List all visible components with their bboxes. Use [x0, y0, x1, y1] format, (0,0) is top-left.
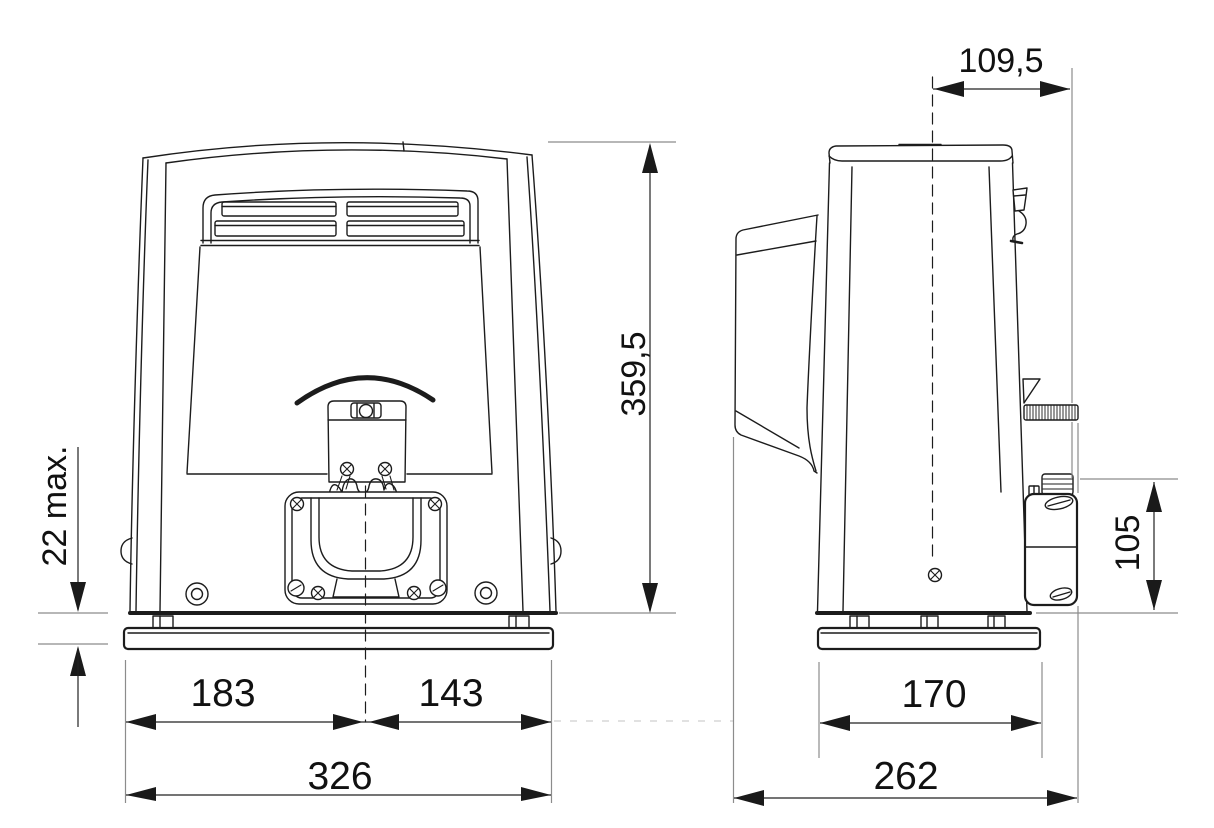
dim-label-overall-depth: 262 — [873, 755, 938, 798]
vent-grille — [200, 188, 480, 247]
dimension-top-offset: 109,5 — [933, 42, 1073, 478]
side-body — [815, 143, 1032, 615]
housing-screw-left — [185, 582, 209, 606]
dimension-overall-depth: 262 — [732, 423, 1079, 806]
dimension-base-offsets: 183 143 — [124, 660, 553, 803]
dim-label-overall-height: 359,5 — [615, 331, 653, 416]
release-bracket — [327, 400, 407, 491]
side-view-dimensions: 109,5 105 170 262 — [732, 42, 1178, 806]
front-view-dimensions: 359,5 22 max. 183 143 — [36, 141, 733, 803]
dim-label-right-offset: 143 — [418, 672, 483, 715]
housing-screw-right — [474, 581, 498, 605]
dim-label-gearbox-height: 105 — [1109, 515, 1147, 572]
dimension-overall-width: 326 — [126, 755, 551, 801]
front-view — [120, 141, 562, 723]
dim-label-left-offset: 183 — [190, 672, 255, 715]
side-flap — [734, 214, 819, 474]
dim-label-overall-width: 326 — [307, 755, 372, 798]
side-center-screw — [927, 567, 943, 583]
dimension-overall-height: 359,5 — [548, 141, 676, 614]
dim-label-plate-depth: 170 — [901, 673, 966, 716]
dim-label-clearance: 22 max. — [36, 446, 74, 567]
adjustment-screw — [1022, 378, 1079, 421]
base-plate-front — [122, 615, 555, 651]
release-hook — [1009, 187, 1028, 245]
side-view — [734, 76, 1079, 651]
dimension-gearbox-height: 105 — [1036, 478, 1178, 614]
base-plate-side — [816, 615, 1042, 651]
gearbox-unit — [1023, 473, 1079, 607]
dimension-plate-depth: 170 — [818, 662, 1043, 758]
dimension-clearance: 22 max. — [36, 446, 108, 727]
release-swing-arc — [294, 375, 436, 406]
dim-label-top-offset: 109,5 — [958, 42, 1043, 80]
